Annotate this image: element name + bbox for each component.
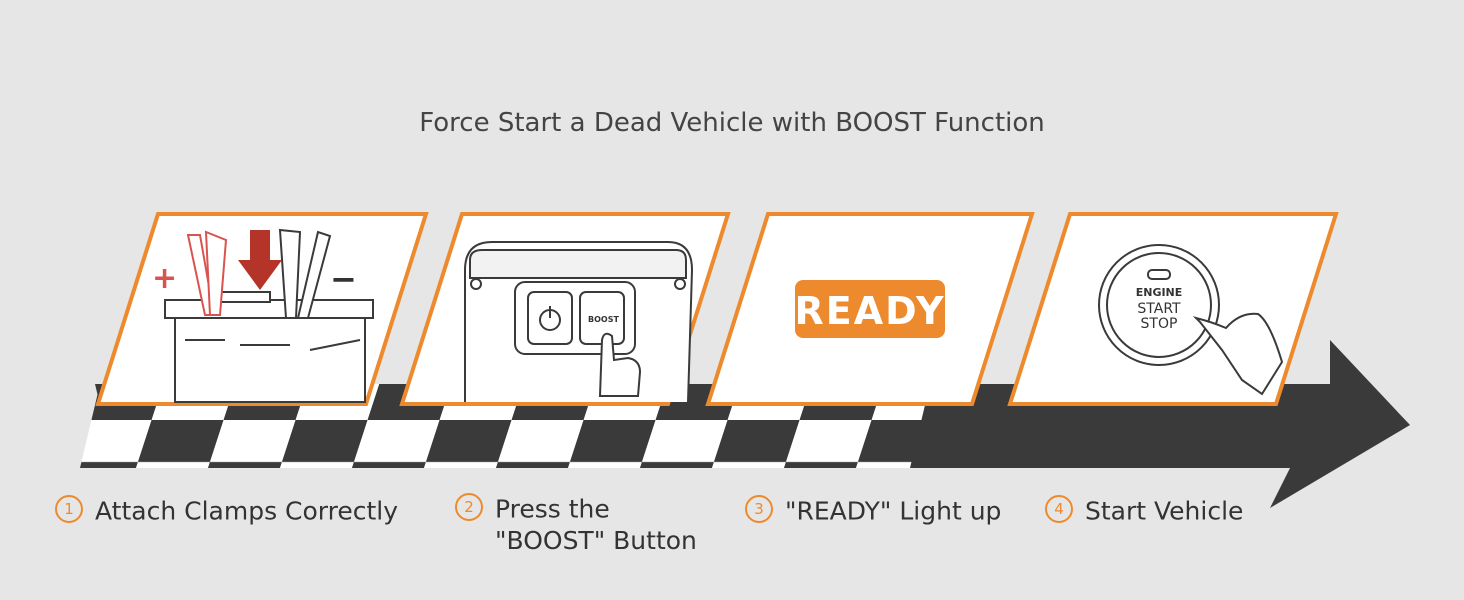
step-2-label-line1: Press the [495, 494, 610, 524]
step-2-label-line2: "BOOST" Button [495, 525, 697, 555]
jump-starter-device-icon: BOOST [464, 241, 694, 403]
step-1-label: Attach Clamps Correctly [95, 496, 399, 526]
stop-label: STOP [1141, 316, 1178, 332]
step-number-1: 1 [55, 495, 83, 523]
panel-start-vehicle: ENGINE START STOP [1007, 212, 1339, 406]
step-number-3: 3 [745, 495, 773, 523]
engine-start-button-icon: ENGINE START STOP [1098, 244, 1284, 396]
battery-clamps-icon: + − [152, 228, 374, 403]
panel-press-boost: BOOST [399, 212, 731, 406]
start-label: START [1137, 301, 1181, 317]
ready-text: READY [795, 289, 946, 333]
engine-label: ENGINE [1136, 286, 1183, 299]
step-3-label: "READY" Light up [785, 496, 1002, 526]
step-2: 2 Press the "BOOST" Button [455, 492, 697, 556]
step-4: 4 Start Vehicle [1045, 494, 1243, 527]
step-1: 1 Attach Clamps Correctly [55, 494, 398, 527]
step-4-label: Start Vehicle [1085, 496, 1244, 526]
panel-ready: READY [705, 212, 1035, 406]
plus-sign: + [152, 261, 177, 296]
page-title: Force Start a Dead Vehicle with BOOST Fu… [419, 108, 1045, 138]
step-number-2: 2 [455, 493, 483, 521]
ready-indicator-icon: READY [795, 280, 946, 338]
panel-attach-clamps: + − [95, 212, 429, 406]
boost-button-label: BOOST [588, 315, 619, 324]
minus-sign: − [330, 260, 357, 298]
step-number-4: 4 [1045, 495, 1073, 523]
step-3: 3 "READY" Light up [745, 494, 1001, 527]
